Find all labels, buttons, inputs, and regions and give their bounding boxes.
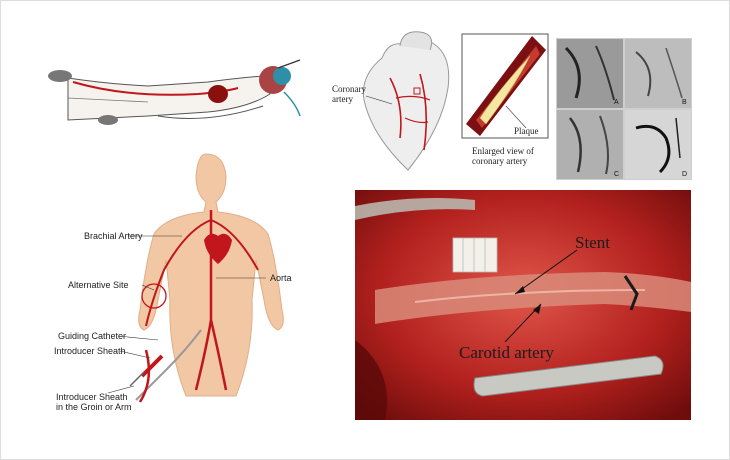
label-stent: Stent [575,233,610,252]
caption-line-2: coronary artery [472,156,528,166]
heart-icon [208,85,228,103]
quadrant-label-b: B [682,99,687,106]
introducer-sheath [140,354,164,378]
label-plaque: Plaque [514,126,539,136]
patient-catheter-panel [38,58,308,136]
angiography-panel: A B C D [556,38,692,180]
label-brachial-artery: Brachial Artery [84,231,143,241]
brachial-artery-line [145,219,212,327]
label-carotid-artery: Carotid artery [459,343,554,362]
coronary-line-2: artery [332,94,353,104]
groin-line-2: in the Groin or Arm [56,402,132,412]
quadrant-label-a: A [614,99,619,106]
body-catheter-panel: Brachial Artery Alternative Site Aorta G… [46,150,316,420]
stent-marker [452,237,498,273]
label-guiding-catheter: Guiding Catheter [58,331,126,341]
coronary-line-1: Coronary [332,84,366,94]
heart-coronary-panel: Coronary artery Plaque Enlarged view of … [330,28,552,176]
angio-quadrant-b: B [625,39,691,108]
label-aorta: Aorta [270,273,292,283]
angio-quadrant-d: D [625,110,691,179]
carotid-surgery-panel: Stent Carotid artery [355,190,691,420]
carotid-artery [375,272,691,324]
label-introducer-sheath: Introducer Sheath [54,346,126,356]
label-coronary-artery: Coronary artery [332,84,368,104]
groin-line-1: Introducer Sheath [56,392,128,402]
angio-quadrant-c: C [557,110,623,179]
surgical-instrument [473,355,664,397]
quadrant-label-c: C [614,171,619,178]
plaque-deposit [479,55,531,125]
foot-icon [48,70,72,82]
label-groin-sheath: Introducer Sheath in the Groin or Arm [56,392,132,412]
angio-quadrant-a: A [557,39,623,108]
quadrant-label-d: D [682,171,687,178]
caption-line-1: Enlarged view of [472,146,534,156]
heart-illustration [362,39,450,171]
enlarged-caption: Enlarged view of coronary artery [472,146,536,166]
heart-icon [204,233,232,264]
alternative-site-marker [141,283,167,309]
label-alternative-site: Alternative Site [68,280,129,290]
guiding-catheter-line [135,329,202,401]
